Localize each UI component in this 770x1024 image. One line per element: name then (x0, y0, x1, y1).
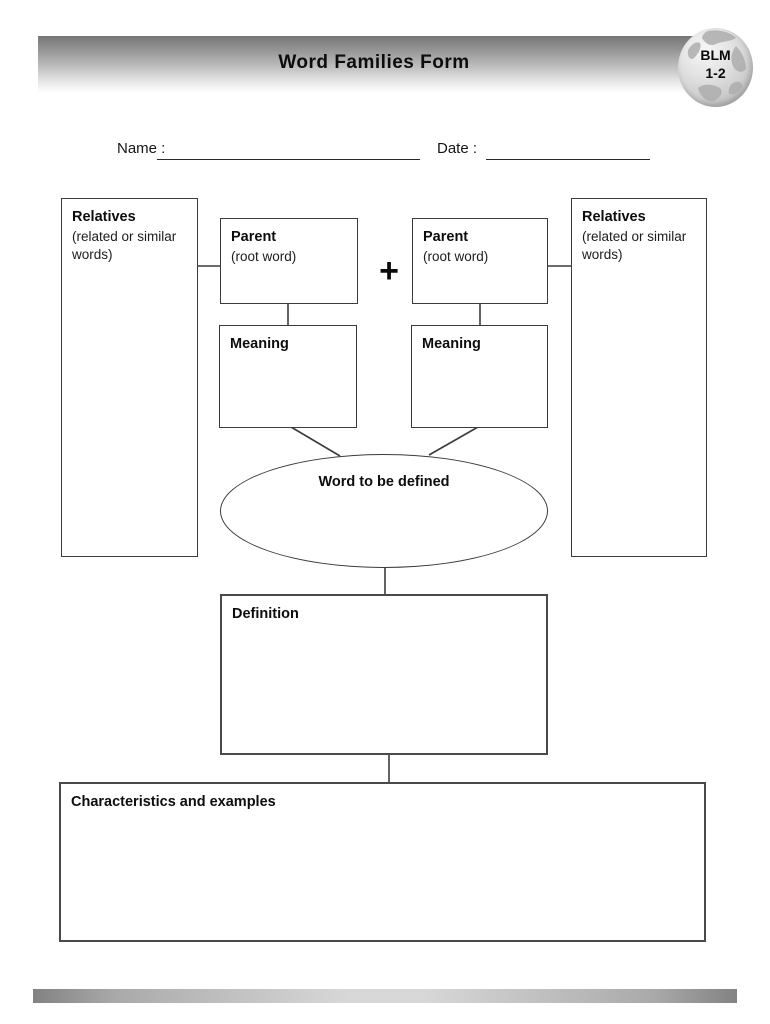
relatives-left-box[interactable]: Relatives (related or similar words) (61, 198, 198, 557)
relatives-right-subtitle: (related or similar words) (582, 228, 687, 262)
word-to-be-defined-ellipse[interactable]: Word to be defined (220, 454, 548, 568)
relatives-left-subtitle: (related or similar words) (72, 228, 177, 262)
meaning-right-box[interactable]: Meaning (411, 325, 548, 428)
name-line[interactable] (157, 141, 420, 160)
badge-line1: BLM (700, 47, 731, 63)
page-title: Word Families Form (278, 52, 470, 73)
footer-bar (33, 989, 737, 1003)
header-bar: Word Families Form (38, 36, 710, 94)
date-line[interactable] (486, 141, 650, 160)
parent-right-title: Parent (423, 229, 469, 245)
date-label: Date : (437, 140, 478, 157)
parent-right-subtitle: (root word) (423, 248, 489, 264)
relatives-right-title: Relatives (582, 209, 646, 225)
characteristics-title: Characteristics and examples (71, 794, 276, 810)
parent-left-title: Parent (231, 229, 277, 245)
meaning-right-title: Meaning (422, 336, 481, 352)
parent-left-box[interactable]: Parent (root word) (220, 218, 358, 304)
relatives-left-title: Relatives (72, 209, 136, 225)
plus-sign: + (379, 252, 399, 290)
word-ellipse-title: Word to be defined (318, 474, 450, 490)
characteristics-box[interactable]: Characteristics and examples (59, 782, 706, 942)
relatives-right-box[interactable]: Relatives (related or similar words) (571, 198, 707, 557)
name-label: Name : (117, 140, 166, 157)
parent-left-subtitle: (root word) (231, 248, 297, 264)
badge-line2: 1-2 (705, 65, 726, 82)
meaning-left-title: Meaning (230, 336, 289, 352)
blm-badge: BLM 1-2 (678, 28, 753, 107)
parent-right-box[interactable]: Parent (root word) (412, 218, 548, 304)
meaning-left-box[interactable]: Meaning (219, 325, 357, 428)
definition-title: Definition (232, 606, 299, 622)
globe-icon (687, 30, 746, 102)
definition-box[interactable]: Definition (220, 594, 548, 755)
badge-text: BLM 1-2 (678, 46, 753, 82)
